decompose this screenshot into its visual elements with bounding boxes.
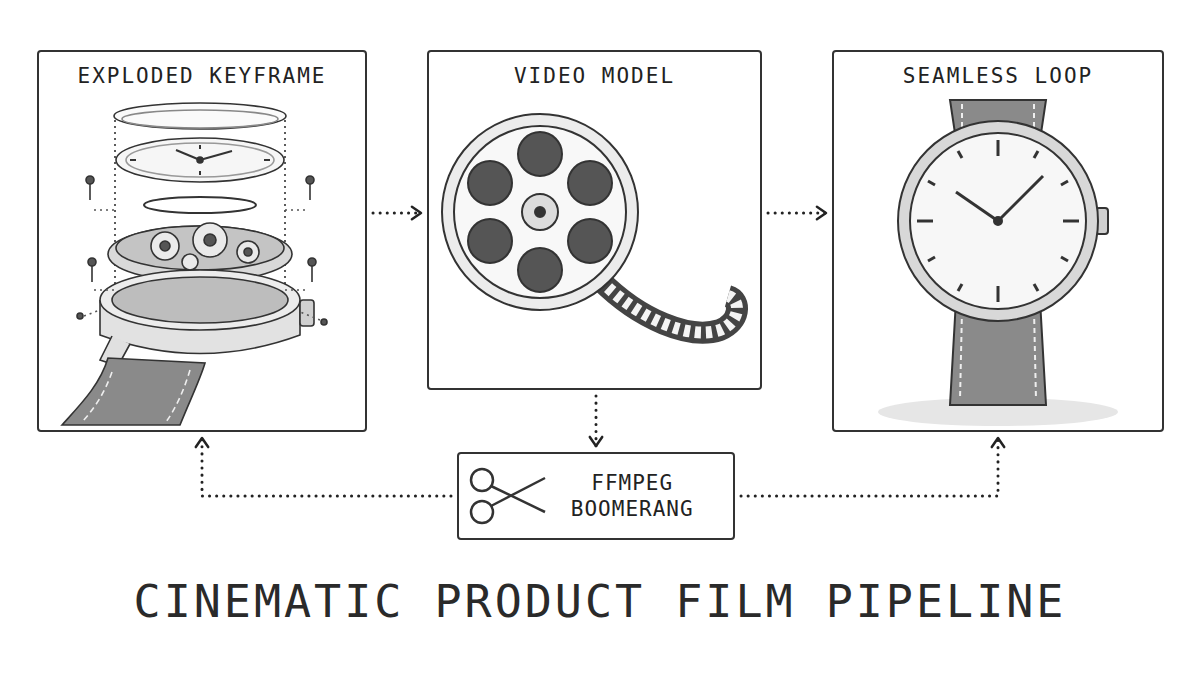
dotted-arrow: [590, 396, 602, 446]
film-reel: [442, 114, 737, 333]
stage-panel: SEAMLESS LOOP: [832, 50, 1164, 432]
tool-label: FFMPEG BOOMERANG: [569, 470, 695, 523]
scissors-icon: [471, 469, 545, 523]
stage-heading: VIDEO MODEL: [429, 52, 760, 88]
stage-heading: EXPLODED KEYFRAME: [39, 52, 365, 88]
diagram-title: CINEMATIC PRODUCT FILM PIPELINE: [0, 575, 1200, 628]
watch: [878, 100, 1118, 426]
stage-panel: VIDEO MODEL: [427, 50, 762, 390]
dotted-arrow: [373, 207, 421, 219]
stage-heading: SEAMLESS LOOP: [834, 52, 1162, 88]
stage-panel: EXPLODED KEYFRAME: [37, 50, 367, 432]
dotted-arrow: [741, 438, 1004, 496]
tool-box: FFMPEG BOOMERANG: [457, 452, 735, 540]
dotted-arrow: [196, 438, 451, 496]
dotted-arrow: [768, 207, 826, 219]
exploded-watch: [62, 103, 327, 425]
